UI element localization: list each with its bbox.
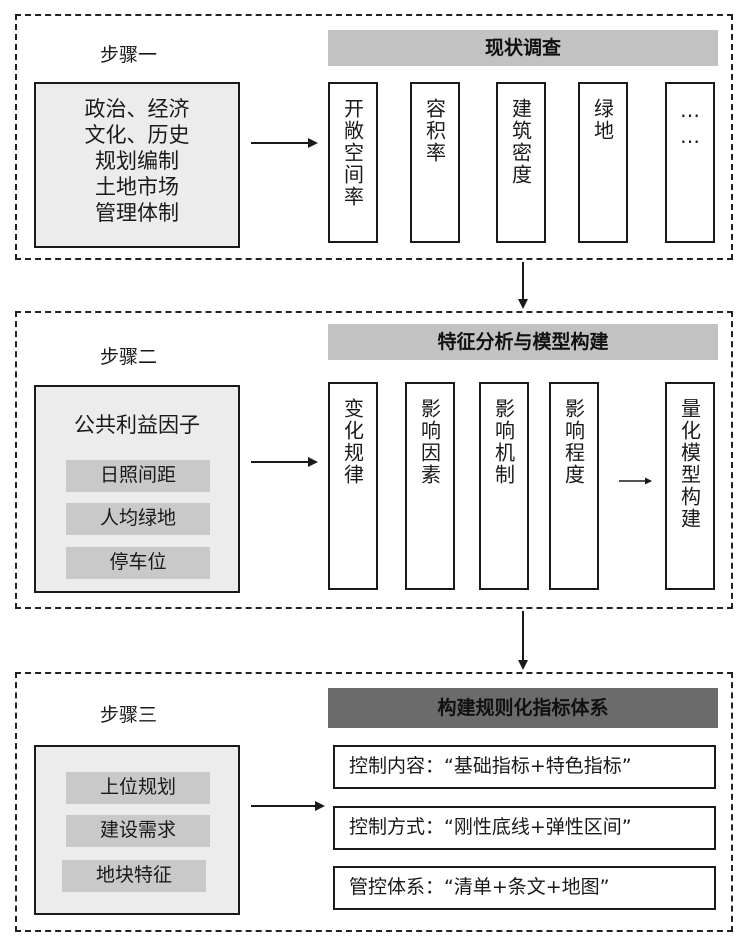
step3-factor-chip-3: 地块特征 xyxy=(62,860,206,892)
step2-item-3: 影响机制 xyxy=(479,382,529,590)
step3-factor-chip-2: 建设需求 xyxy=(66,815,210,847)
step1-item-3-text: 建筑密度 xyxy=(508,98,533,186)
step2-item-2: 影响因素 xyxy=(405,382,455,590)
step3-row-2: 控制方式：“刚性底线+弹性区间” xyxy=(333,806,716,850)
step2-item-5: 量化模型构建 xyxy=(665,382,715,590)
step2-item-2-text: 影响因素 xyxy=(417,398,442,486)
step2-header: 特征分析与模型构建 xyxy=(328,324,718,360)
step3-row-1: 控制内容：“基础指标+特色指标” xyxy=(333,745,716,789)
step1-factor-3: 规划编制 xyxy=(95,149,179,173)
step1-factor-1: 政治、经济 xyxy=(84,97,190,121)
step1-factor-4: 土地市场 xyxy=(95,175,179,199)
step1-item-1-text: 开敞空间率 xyxy=(340,98,365,208)
step1-item-2: 容积率 xyxy=(410,82,460,243)
step1-item-1: 开敞空间率 xyxy=(328,82,378,243)
step2-factor-title: 公共利益因子 xyxy=(74,413,200,437)
step2-item-1-text: 变化规律 xyxy=(340,398,365,486)
step1-item-5: …… xyxy=(665,82,715,243)
step2-factor-chip-3: 停车位 xyxy=(66,547,210,579)
step2-factor-chip-2: 人均绿地 xyxy=(66,503,210,535)
step2-item-1: 变化规律 xyxy=(328,382,378,590)
step3-row-3: 管控体系：“清单+条文+地图” xyxy=(333,866,716,910)
step2-item-3-text: 影响机制 xyxy=(491,398,516,486)
step1-item-4-text: 绿地 xyxy=(590,98,615,142)
step3-factor-chip-1: 上位规划 xyxy=(66,772,210,804)
step1-factor-5: 管理体制 xyxy=(95,201,179,225)
step1-item-3: 建筑密度 xyxy=(496,82,546,243)
step1-header: 现状调查 xyxy=(328,30,718,66)
step3-label: 步骤三 xyxy=(100,704,158,726)
step1-factor-2: 文化、历史 xyxy=(84,123,190,147)
step2-item-4-text: 影响程度 xyxy=(561,398,586,486)
step1-frame xyxy=(15,14,733,260)
step3-header: 构建规则化指标体系 xyxy=(328,688,718,728)
step1-factor-box: 政治、经济 文化、历史 规划编制 土地市场 管理体制 xyxy=(34,82,240,248)
step2-frame xyxy=(15,311,733,609)
step3-frame xyxy=(15,672,733,932)
step2-label: 步骤二 xyxy=(100,346,158,368)
step2-factor-chip-1: 日照间距 xyxy=(66,460,210,492)
step1-label: 步骤一 xyxy=(100,44,158,66)
step1-item-4: 绿地 xyxy=(578,82,628,243)
step1-item-2-text: 容积率 xyxy=(422,98,447,164)
step2-item-5-text: 量化模型构建 xyxy=(677,398,702,530)
step1-item-5-text: …… xyxy=(678,98,702,150)
step2-item-4: 影响程度 xyxy=(549,382,599,590)
